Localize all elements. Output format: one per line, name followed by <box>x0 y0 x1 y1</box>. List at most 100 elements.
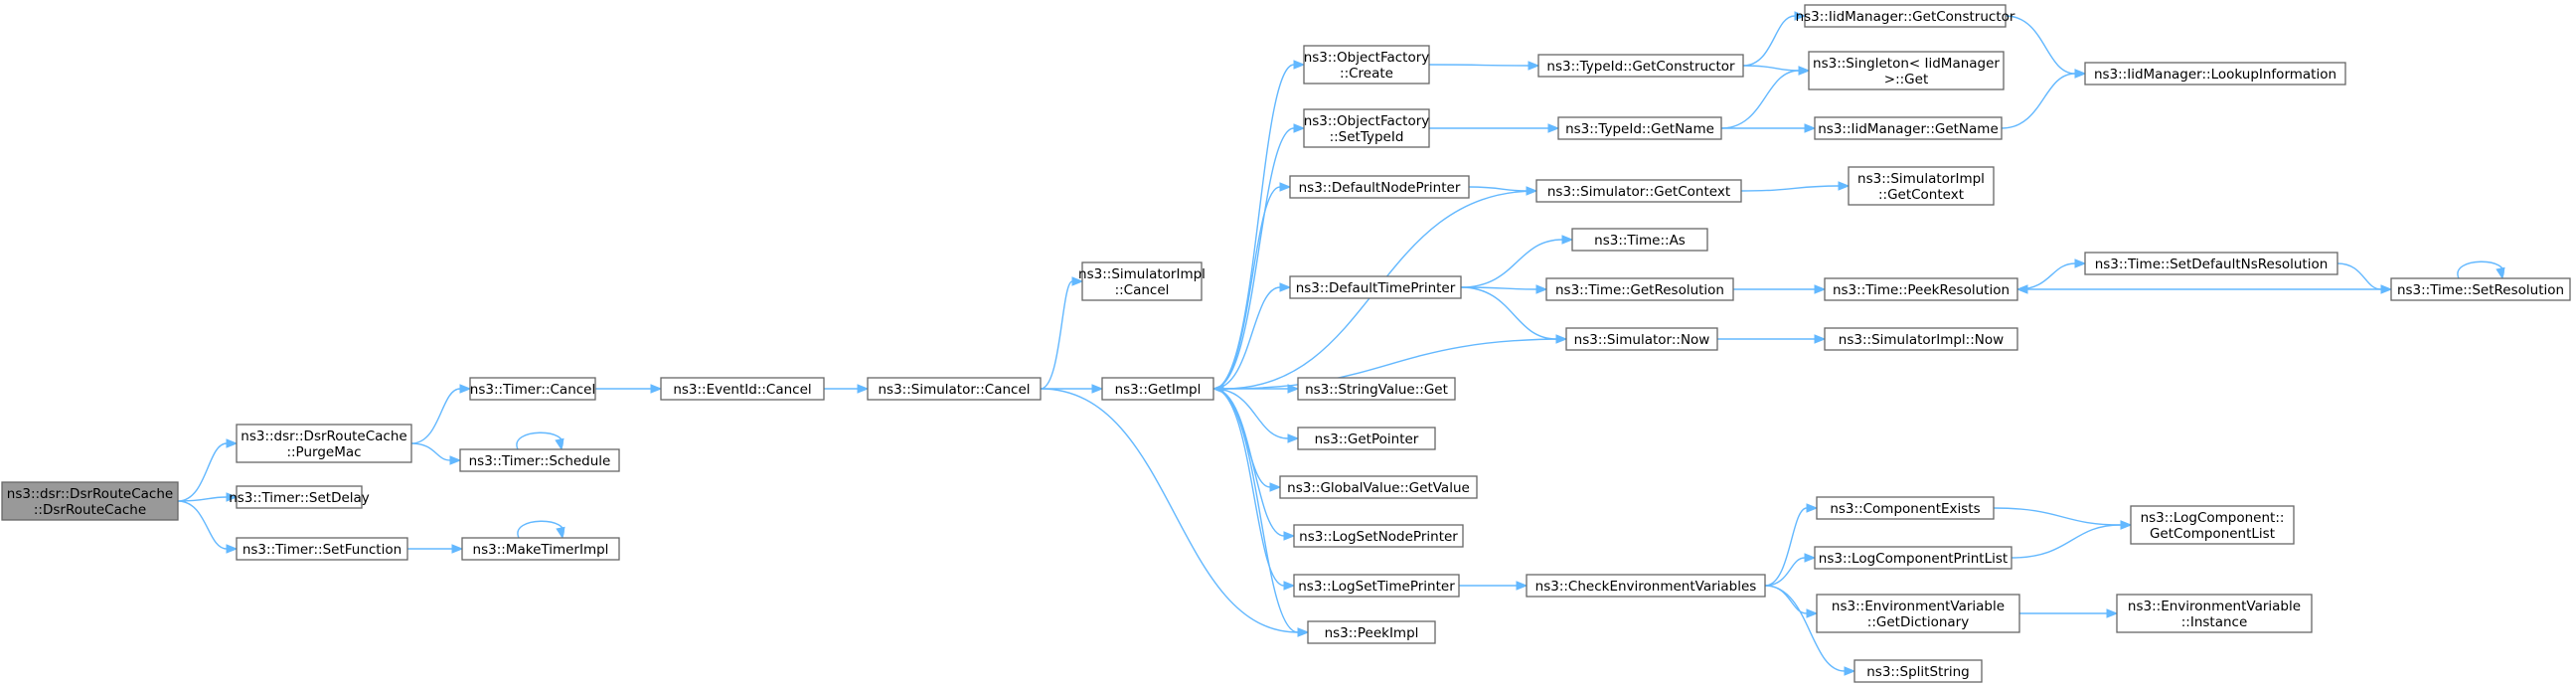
node-box <box>1537 54 1744 78</box>
node-timegetresolution[interactable]: ns3::Time::GetResolution <box>1545 277 1734 301</box>
node-simimplgetcontext[interactable]: ns3::SimulatorImpl::GetContext <box>1848 166 1995 206</box>
node-singletonget[interactable]: ns3::Singleton< IidManager >::Get <box>1808 51 2005 90</box>
edge-line <box>1428 64 1530 67</box>
node-label: ns3::StringValue::Get <box>1305 382 1448 398</box>
node-root[interactable]: ns3::dsr::DsrRouteCache::DsrRouteCache <box>1 481 179 521</box>
node-envgetdict[interactable]: ns3::EnvironmentVariable::GetDictionary <box>1816 594 2020 633</box>
node-stringvalueget[interactable]: ns3::StringValue::Get <box>1297 377 1456 401</box>
node-simcancel[interactable]: ns3::Simulator::Cancel <box>867 377 1042 401</box>
edge-arrowhead <box>2015 284 2028 294</box>
node-label: ns3::SimulatorImpl <box>1078 266 1206 282</box>
node-label: ns3::DefaultTimePrinter <box>1296 280 1456 296</box>
node-getimpl[interactable]: ns3::GetImpl <box>1101 377 1214 401</box>
node-iidlookup[interactable]: ns3::IidManager::LookupInformation <box>2084 62 2346 86</box>
edge-simgetcontext-to-simimplgetcontext <box>1740 181 1851 192</box>
node-logsettimeprinter[interactable]: ns3::LogSetTimePrinter <box>1293 574 1460 598</box>
node-maketimerimpl[interactable]: ns3::MakeTimerImpl <box>461 537 620 561</box>
node-iidgetconstructor[interactable]: ns3::IidManager::GetConstructor <box>1796 4 2015 28</box>
node-box <box>2084 252 2338 275</box>
edge-line <box>410 442 451 461</box>
node-getpointer[interactable]: ns3::GetPointer <box>1297 427 1436 450</box>
node-label: ns3::PeekImpl <box>1325 625 1419 641</box>
edge-line <box>177 496 228 502</box>
node-splitstring[interactable]: ns3::SplitString <box>1853 659 1983 683</box>
node-envinstance[interactable]: ns3::EnvironmentVariable::Instance <box>2116 594 2313 633</box>
edge-arrowhead <box>1516 581 1529 591</box>
node-defnodeprinter[interactable]: ns3::DefaultNodePrinter <box>1289 175 1470 199</box>
edge-root-to-purgemac <box>177 438 239 502</box>
node-box <box>2116 594 2313 633</box>
node-label: ::GetDictionary <box>1867 614 1969 630</box>
edge-setfunction-to-maketimerimpl <box>407 544 464 554</box>
edge-line <box>1720 70 1800 129</box>
node-box <box>236 537 408 561</box>
edge-arrowhead <box>226 544 239 554</box>
node-label: ns3::Simulator::Now <box>1574 332 1710 348</box>
node-checkenv[interactable]: ns3::CheckEnvironmentVariables <box>1526 574 1766 598</box>
node-label: ns3::Time::SetResolution <box>2397 282 2564 298</box>
node-getcomplist[interactable]: ns3::LogComponent::GetComponentList <box>2130 505 2295 545</box>
edge-root-to-setfunction <box>177 500 239 554</box>
node-simimplnow[interactable]: ns3::SimulatorImpl::Now <box>1824 327 2018 351</box>
edge-checkenv-to-logcompprintlist <box>1764 553 1817 587</box>
edge-maketimerimpl-to-maketimerimpl <box>517 520 565 540</box>
node-box <box>1081 261 1203 301</box>
node-deftimeprinter[interactable]: ns3::DefaultTimePrinter <box>1289 275 1462 299</box>
node-label: ns3::Time::As <box>1594 233 1686 249</box>
edge-deftimeprinter-to-timegetresolution <box>1460 284 1548 294</box>
edge-line <box>2011 524 2122 559</box>
node-box <box>2130 505 2295 545</box>
node-ofsettypeid[interactable]: ns3::ObjectFactory::SetTypeId <box>1303 108 1430 148</box>
node-iidgetname[interactable]: ns3::IidManager::GetName <box>1814 116 2003 140</box>
node-box <box>469 377 596 401</box>
edge-line <box>1040 388 1299 633</box>
node-label: >::Get <box>1884 72 1928 87</box>
node-setdefaultns[interactable]: ns3::Time::SetDefaultNsResolution <box>2084 252 2338 275</box>
edge-checkenv-to-envgetdict <box>1764 585 1819 618</box>
node-timercancel[interactable]: ns3::Timer::Cancel <box>469 377 596 401</box>
node-componentexists[interactable]: ns3::ComponentExists <box>1816 496 1995 520</box>
node-simgetcontext[interactable]: ns3::Simulator::GetContext <box>1535 179 1742 203</box>
edge-line <box>1212 388 1299 633</box>
node-setfunction[interactable]: ns3::Timer::SetFunction <box>236 537 408 561</box>
node-box <box>1816 594 2020 633</box>
edge-root-to-setdelay <box>177 492 239 502</box>
node-tidgetname[interactable]: ns3::TypeId::GetName <box>1557 116 1722 140</box>
edge-line <box>2001 73 2076 129</box>
edge-iidgetconstructor-to-iidlookup <box>2005 15 2087 79</box>
node-eventidcancel[interactable]: ns3::EventId::Cancel <box>660 377 825 401</box>
node-simnow[interactable]: ns3::Simulator::Now <box>1565 327 1718 351</box>
edge-arrowhead <box>1211 384 1224 394</box>
node-setresolution[interactable]: ns3::Time::SetResolution <box>2390 277 2571 301</box>
node-ofcreate[interactable]: ns3::ObjectFactory::Create <box>1303 45 1430 85</box>
node-globalvalueget[interactable]: ns3::GlobalValue::GetValue <box>1279 475 1478 499</box>
node-box <box>1526 574 1766 598</box>
node-box <box>1816 496 1995 520</box>
node-timeas[interactable]: ns3::Time::As <box>1571 228 1708 252</box>
edge-line <box>1764 557 1806 587</box>
node-schedule[interactable]: ns3::Timer::Schedule <box>459 448 620 472</box>
node-tidgetconstructor[interactable]: ns3::TypeId::GetConstructor <box>1537 54 1744 78</box>
node-setdelay[interactable]: ns3::Timer::SetDelay <box>229 485 370 509</box>
node-logcompprintlist[interactable]: ns3::LogComponentPrintList <box>1814 546 2012 570</box>
node-peekresolution[interactable]: ns3::Time::PeekResolution <box>1824 277 2018 301</box>
node-label: ns3::SimulatorImpl <box>1857 171 1985 187</box>
edge-getimpl-to-ofcreate <box>1212 60 1306 390</box>
edge-getimpl-to-ofsettypeid <box>1212 123 1306 390</box>
node-box <box>660 377 825 401</box>
node-label: ns3::Singleton< IidManager <box>1813 56 2000 72</box>
node-label: ns3::Timer::SetFunction <box>242 542 402 558</box>
node-logsetnodeprinter[interactable]: ns3::LogSetNodePrinter <box>1293 524 1464 548</box>
node-simimplcancel[interactable]: ns3::SimulatorImpl::Cancel <box>1078 261 1206 301</box>
edge-line <box>1993 507 2122 526</box>
edge-checkenv-to-componentexists <box>1764 503 1819 587</box>
edge-line <box>1212 388 1285 587</box>
edge-line <box>410 388 461 444</box>
node-box <box>1545 277 1734 301</box>
node-peekimpl[interactable]: ns3::PeekImpl <box>1307 620 1436 644</box>
node-purgemac[interactable]: ns3::dsr::DsrRouteCache::PurgeMac <box>236 424 412 463</box>
edge-purgemac-to-timercancel <box>410 384 472 444</box>
edge-arrowhead <box>857 384 870 394</box>
edge-simcancel-to-peekimpl <box>1040 388 1310 637</box>
node-label: ns3::ComponentExists <box>1830 501 1980 517</box>
